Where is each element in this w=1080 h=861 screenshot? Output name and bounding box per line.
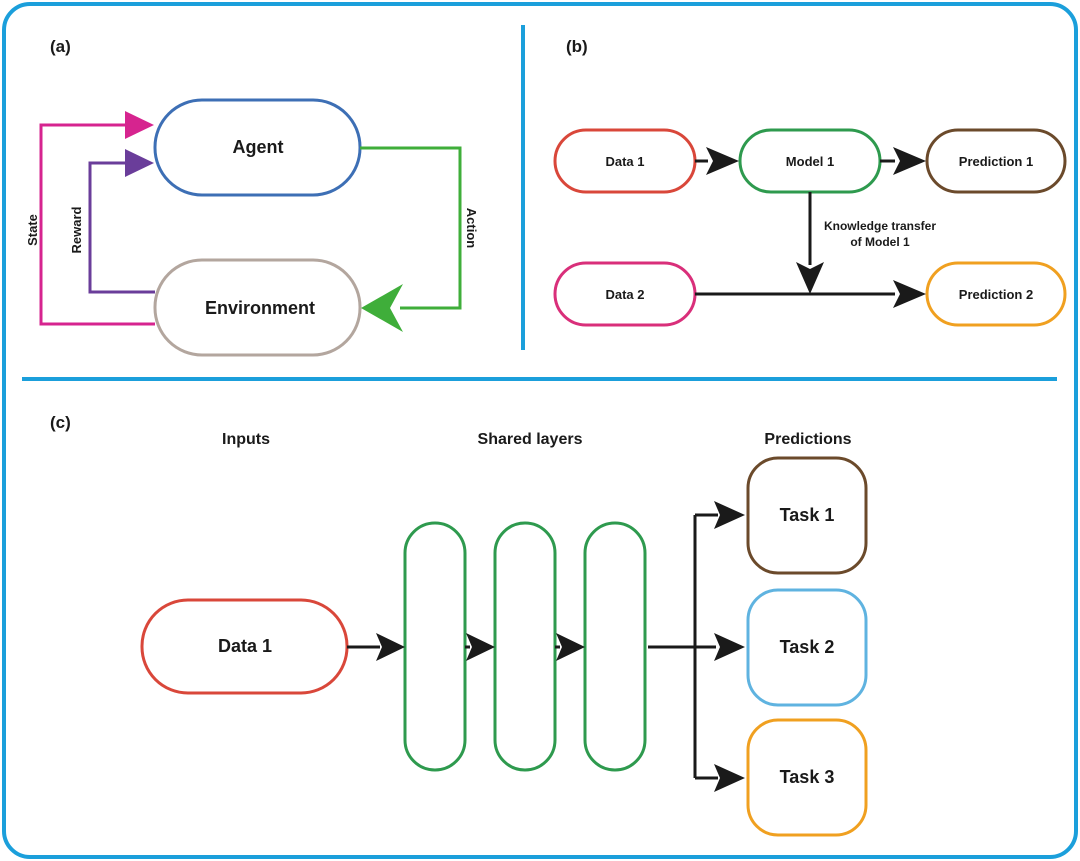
b-transfer-label-line1: Knowledge transfer xyxy=(824,219,936,233)
action-arrow-line xyxy=(360,146,462,310)
panel-c-label: (c) xyxy=(50,413,71,432)
c-data1-label: Data 1 xyxy=(218,636,272,656)
state-label: State xyxy=(25,214,40,246)
action-arrowhead xyxy=(361,284,403,332)
b-data2-label: Data 2 xyxy=(605,287,644,302)
c-shared-heading: Shared layers xyxy=(478,431,583,448)
action-label: Action xyxy=(464,208,479,249)
b-data1-label: Data 1 xyxy=(605,154,644,169)
reward-label: Reward xyxy=(69,206,84,253)
task3-label: Task 3 xyxy=(780,767,835,787)
c-inputs-heading: Inputs xyxy=(222,431,270,448)
agent-label: Agent xyxy=(233,137,284,157)
b-arrowhead-model1-prediction1 xyxy=(893,147,926,175)
shared-layer-3 xyxy=(583,521,647,772)
c-predictions-heading: Predictions xyxy=(764,431,851,448)
c-arrowhead-task1 xyxy=(714,501,745,529)
task3-node xyxy=(746,718,868,837)
c-arrowhead-layer1-layer2 xyxy=(466,633,495,661)
reward-arrowhead xyxy=(125,149,154,177)
environment-node xyxy=(153,258,362,357)
panel-a-label: (a) xyxy=(50,37,71,56)
b-prediction1-label: Prediction 1 xyxy=(959,154,1033,169)
shared-layer-1 xyxy=(403,521,467,772)
c-arrowhead-data-layer1 xyxy=(376,633,405,661)
b-arrowhead-data2-prediction2 xyxy=(893,280,926,308)
b-transfer-label-line2: of Model 1 xyxy=(850,235,910,249)
b-model1-label: Model 1 xyxy=(786,154,834,169)
task1-node xyxy=(746,456,868,575)
b-arrowhead-data1-model1 xyxy=(706,147,739,175)
b-prediction2-node xyxy=(925,261,1067,327)
c-arrowhead-layer2-layer3 xyxy=(556,633,585,661)
b-prediction1-node xyxy=(925,128,1067,194)
c-arrowhead-task3 xyxy=(714,764,745,792)
b-arrowhead-transfer xyxy=(796,262,824,294)
environment-label: Environment xyxy=(205,298,315,318)
task1-label: Task 1 xyxy=(780,505,835,525)
c-arrowhead-task2 xyxy=(714,633,745,661)
task2-node xyxy=(746,588,868,707)
state-arrowhead xyxy=(125,111,154,139)
reward-arrow-line xyxy=(88,161,155,294)
shared-layer-2 xyxy=(493,521,557,772)
task2-label: Task 2 xyxy=(780,637,835,657)
panel-b-label: (b) xyxy=(566,37,588,56)
b-prediction2-label: Prediction 2 xyxy=(959,287,1033,302)
state-arrow-line xyxy=(39,123,155,326)
